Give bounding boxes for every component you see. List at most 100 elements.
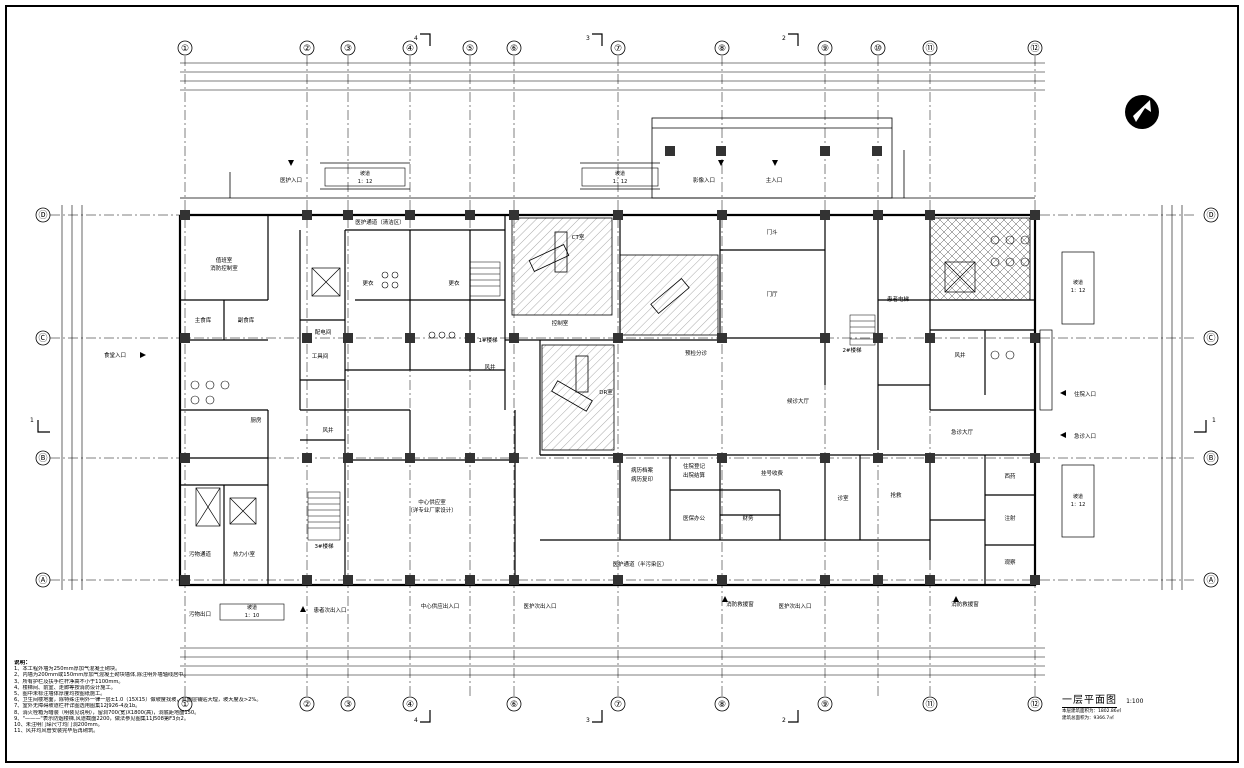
svg-text:⑫: ⑫ (1030, 699, 1039, 710)
axis-bubble-row-right: Ⓐ (1203, 572, 1219, 588)
axis-bubble-row-right: Ⓒ (1203, 330, 1219, 346)
svg-text:⑥: ⑥ (510, 700, 518, 710)
note-line: 4、楼梯间、前室、走廊等按消防设计施工。 (14, 684, 116, 691)
axis-bubble-col-top: ① (177, 40, 193, 56)
room-fire-control: 消防控制室 (210, 264, 238, 272)
room-med-corridor: 医护通道（清洁区） (355, 218, 405, 226)
structural-column (343, 333, 353, 343)
structural-column (1030, 333, 1040, 343)
total-area: 建筑总面积为：9366.7㎡ (1062, 716, 1114, 721)
entrance-arrows (140, 160, 1066, 612)
structural-column (717, 575, 727, 585)
structural-column (465, 333, 475, 343)
svg-text:Ⓑ: Ⓑ (38, 453, 47, 464)
axis-bubble-row-left: Ⓐ (35, 572, 51, 588)
structural-column (509, 575, 519, 585)
structural-column (302, 333, 312, 343)
svg-text:②: ② (303, 700, 311, 710)
room-wind-well-1: 风井 (322, 426, 334, 434)
drawing-title: 一层平面图 (1062, 691, 1117, 708)
structural-column (405, 210, 415, 220)
room-med-corridor-semi: 医护通道（半污染区） (612, 560, 667, 568)
room-labels: 值班室 消防控制室 主食库 副食库 厨房 污物通道 热力小室 3#楼梯 1#楼梯… (189, 218, 1016, 568)
axis-bubble-col-bottom: ⑦ (610, 696, 626, 712)
radiation-hatch-areas (511, 217, 1031, 451)
section-label-1-right: 1 (1212, 417, 1216, 424)
room-heat-exchange: 热力小室 (233, 550, 256, 558)
dimension-lines-left (61, 205, 83, 590)
structural-column (820, 210, 830, 220)
svg-text:⑧: ⑧ (718, 700, 726, 710)
notes-title: 说明： (14, 660, 31, 666)
room-duty: 值班室 (216, 256, 233, 264)
axis-bubble-col-bottom: ⑧ (714, 696, 730, 712)
room-record: 病历档案 (631, 466, 654, 474)
axis-bubble-col-bottom: ⑪ (922, 696, 938, 712)
svg-text:Ⓓ: Ⓓ (38, 210, 47, 221)
axis-bubble-row-right: Ⓑ (1203, 450, 1219, 466)
room-main-storage: 主食库 (195, 316, 212, 324)
room-door-clinic: 门斗 (766, 228, 778, 236)
axis-grid-lines (50, 56, 1196, 696)
ramp-right-lower-label: 坡道 (1073, 493, 1083, 500)
room-stair-2: 2#楼梯 (842, 346, 862, 354)
dimension-lines-bottom (180, 647, 1045, 676)
room-patient-elevator: 患者电梯 (887, 295, 910, 303)
structural-column (180, 453, 190, 463)
room-dr: DR室 (599, 388, 613, 396)
svg-text:⑦: ⑦ (614, 44, 622, 54)
structural-column (465, 453, 475, 463)
room-clinic: 诊室 (837, 494, 849, 502)
room-registration: 挂号收费 (761, 469, 784, 477)
structural-column (717, 210, 727, 220)
structural-column (717, 333, 727, 343)
structural-column (613, 453, 623, 463)
room-dirty-corridor: 污物通道 (189, 550, 212, 558)
ramp-bottom-label: 坡道 (247, 604, 257, 611)
note-line: 8、消火栓箱为暗装（明装见说明），留洞700(宽)X1800(高)，洞底距地面1… (14, 709, 200, 716)
axis-bubble-col-top: ③ (340, 40, 356, 56)
section-label-1-left: 1 (30, 417, 34, 424)
structural-column (405, 453, 415, 463)
entrance-fire-rescue-2: 消防救援窗 (951, 600, 979, 608)
entrance-staff-top: 医护入口 (280, 176, 302, 184)
entrance-canopy (180, 117, 1035, 199)
north-arrow-icon (1125, 95, 1159, 129)
section-label-4-bottom: 4 (414, 717, 418, 724)
structural-column (925, 333, 935, 343)
section-label-3-top: 3 (586, 35, 590, 42)
svg-text:②: ② (303, 44, 311, 54)
entrance-dirty-exit: 污物出口 (189, 610, 211, 618)
entrance-staff-exit-2: 医护次出入口 (778, 602, 811, 610)
entrance-main: 主入口 (766, 176, 783, 184)
imaging-equipment (528, 231, 690, 412)
elevator-shafts (195, 261, 976, 527)
svg-text:Ⓒ: Ⓒ (38, 333, 47, 344)
entrance-canteen: 食堂入口 (104, 351, 126, 359)
structural-column (343, 453, 353, 463)
entrance-emergency: 急诊入口 (1074, 432, 1096, 440)
structural-column (405, 333, 415, 343)
room-wind-well-3: 风井 (484, 363, 496, 371)
room-kitchen: 厨房 (250, 416, 262, 424)
structural-column (873, 333, 883, 343)
axis-bubble-row-left: Ⓒ (35, 330, 51, 346)
sanitary-fixtures (190, 235, 1030, 405)
svg-text:⑦: ⑦ (614, 700, 622, 710)
structural-column (873, 210, 883, 220)
axis-bubble-col-bottom: ③ (340, 696, 356, 712)
svg-text:⑨: ⑨ (821, 700, 829, 710)
ramp-labels: 坡道 1：12 坡道 1：12 坡道 1：10 坡道 1：12 坡道 1：12 (245, 170, 1086, 619)
structural-column (405, 575, 415, 585)
svg-text:⑥: ⑥ (510, 44, 518, 54)
structural-column (509, 333, 519, 343)
ramp-right-upper-slope: 1：12 (1071, 288, 1086, 294)
structural-column (820, 575, 830, 585)
entrance-labels: 医护入口 影像入口 主入口 食堂入口 住院入口 急诊入口 污物出口 患者次出入口… (104, 176, 1096, 618)
note-line: 3、所有护栏及扶手栏杆净高不小于1100mm。 (14, 678, 124, 685)
svg-text:⑩: ⑩ (874, 44, 882, 54)
axis-bubble-col-bottom: ① (177, 696, 193, 712)
axis-bubble-col-bottom: ② (299, 696, 315, 712)
room-finance: 财务 (742, 514, 754, 522)
